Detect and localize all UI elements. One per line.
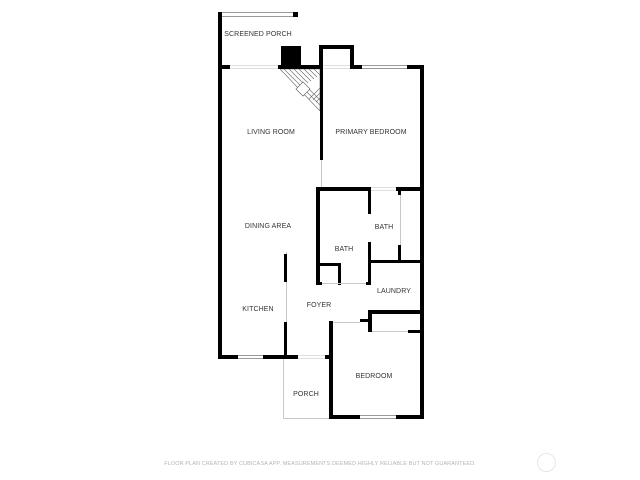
cubicasa-logo-icon: [537, 453, 556, 472]
room-label-bath-2: BATH: [374, 224, 394, 231]
living-primary-opening: [321, 160, 322, 188]
top-wall-mid: [278, 65, 323, 69]
porch-bottom-edge: [283, 418, 329, 419]
kitchen-foyer-divider-thin: [286, 252, 287, 352]
kitchen-wall-lower: [284, 322, 287, 359]
room-label-foyer: FOYER: [306, 302, 332, 309]
top-wall-right-a: [350, 65, 362, 69]
closet-opening: [323, 65, 350, 69]
bath1-bottom-opening: [322, 283, 366, 284]
bedroom-left-wall: [329, 321, 333, 419]
top-wall-right-b: [407, 65, 424, 69]
bedroom-closet-nub: [360, 319, 372, 322]
room-label-kitchen: KITCHEN: [242, 306, 274, 313]
room-label-laundry: LAUNDRY: [376, 288, 412, 295]
room-label-living-room: LIVING ROOM: [247, 129, 295, 136]
porch-left-edge: [283, 359, 284, 419]
closet-left-wall: [319, 45, 323, 69]
kitchen-bottom-left: [218, 355, 238, 359]
bath-divider-lower: [368, 242, 371, 285]
bath1-left-wall: [316, 187, 320, 285]
kitchen-window: [238, 355, 263, 359]
bedroom-bottom-left: [329, 415, 360, 419]
room-label-dining-area: DINING AREA: [244, 223, 292, 230]
screened-porch-corner: [293, 12, 298, 17]
bath-top-wall-right: [396, 187, 420, 191]
bedroom-window: [360, 415, 396, 419]
kitchen-bottom-right: [263, 355, 298, 359]
kitchen-island-upper: [284, 254, 287, 282]
room-label-bath-1: BATH: [334, 246, 354, 253]
bath-divider-upper: [368, 187, 371, 214]
bedroom-door: [333, 322, 360, 323]
bath-top-wall-left: [316, 187, 371, 191]
bedroom-closet-right-nub: [408, 330, 420, 333]
foyer-bottom-right: [325, 355, 333, 359]
bath-top-nub: [398, 187, 401, 195]
bath2-shower-wall: [398, 245, 401, 261]
bath1-closet-top: [316, 263, 341, 266]
stairs-icon: [280, 69, 320, 111]
left-outer-wall: [218, 65, 222, 359]
right-outer-wall: [420, 65, 424, 419]
bath2-door: [371, 187, 396, 191]
closet-top-wall: [319, 45, 354, 49]
disclaimer-text: FLOOR PLAN CREATED BY CUBICASA APP. MEAS…: [164, 461, 476, 467]
bath2-bottom-wall: [368, 260, 420, 263]
bedroom-bottom-right: [396, 415, 424, 419]
room-label-screened-porch: SCREENED PORCH: [224, 31, 292, 38]
bath1-bottom-right: [366, 282, 371, 285]
living-primary-divider: [320, 69, 323, 160]
screened-porch-left-wall: [218, 12, 222, 70]
front-door: [298, 355, 325, 359]
closet-right-wall: [350, 45, 354, 69]
chimney: [281, 46, 301, 68]
porch-opening: [230, 65, 278, 69]
room-label-porch: PORCH: [293, 391, 319, 398]
top-wall-left: [218, 65, 230, 69]
primary-bedroom-window: [362, 65, 407, 69]
room-label-bedroom: BEDROOM: [355, 373, 393, 380]
bedroom-closet-door: [372, 331, 408, 332]
room-label-primary-bedroom: PRIMARY BEDROOM: [335, 129, 407, 136]
bath2-shower-line: [400, 195, 401, 245]
screened-porch-window: [222, 12, 293, 17]
laundry-bottom-wall: [368, 310, 424, 314]
bath1-bottom-left: [316, 282, 322, 285]
bath1-closet-right: [338, 263, 341, 285]
